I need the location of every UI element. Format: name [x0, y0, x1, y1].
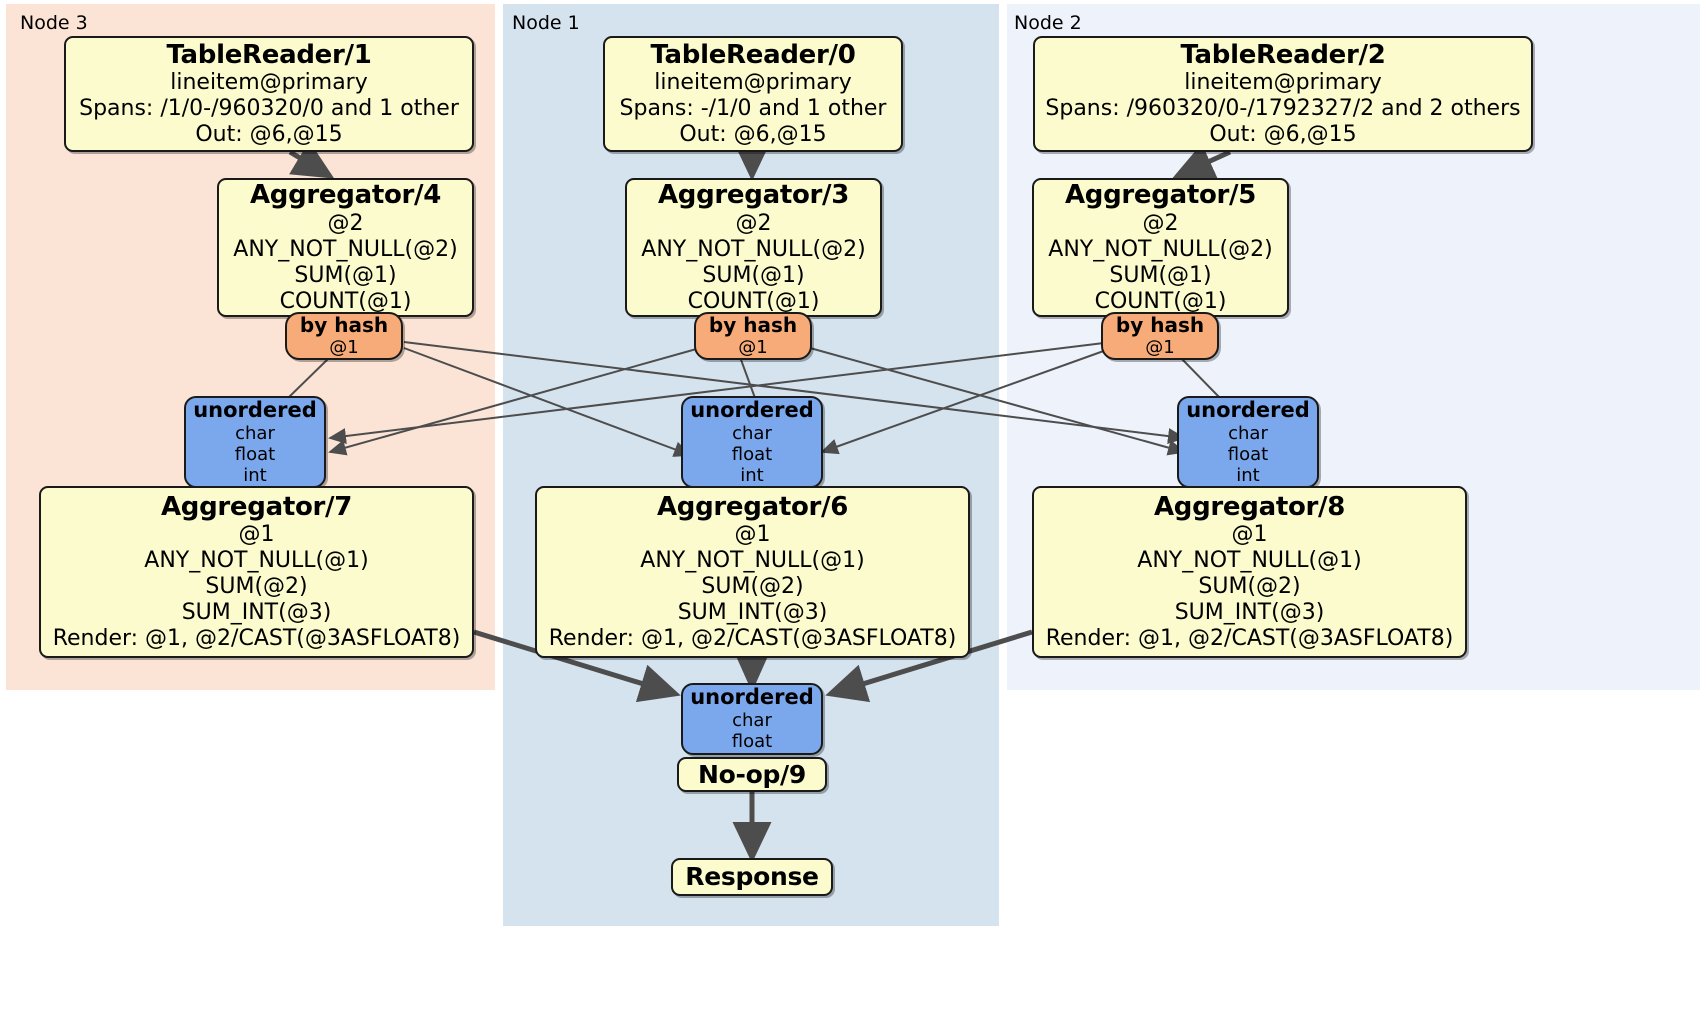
synchronizer-unordered-final[interactable]: unordered char float: [681, 683, 823, 755]
box-line: Spans: /960320/0-/1792327/2 and 2 others: [1045, 96, 1521, 122]
box-line: @2: [735, 210, 772, 236]
box-title: TableReader/1: [166, 39, 372, 70]
output-router-by-hash-left[interactable]: by hash @1: [285, 312, 403, 360]
box-title: TableReader/0: [650, 39, 856, 70]
synch-line: char: [732, 422, 772, 444]
box-line: ANY_NOT_NULL(@1): [144, 548, 369, 574]
box-line: Out: @6,@15: [679, 122, 827, 148]
synch-title: unordered: [690, 685, 814, 710]
synch-line: float: [234, 443, 276, 465]
box-line: @2: [1142, 210, 1179, 236]
box-line: @2: [327, 210, 364, 236]
router-line: @1: [329, 337, 359, 359]
box-line: ANY_NOT_NULL(@2): [1048, 236, 1273, 262]
box-line: @1: [238, 522, 275, 548]
processor-aggregator-7[interactable]: Aggregator/7 @1 ANY_NOT_NULL(@1) SUM(@2)…: [39, 486, 474, 658]
synch-line: float: [731, 731, 773, 753]
synch-line: float: [1227, 443, 1269, 465]
processor-tablereader-0[interactable]: TableReader/0 lineitem@primary Spans: -/…: [603, 36, 903, 152]
box-line: ANY_NOT_NULL(@1): [1137, 548, 1362, 574]
output-router-by-hash-center[interactable]: by hash @1: [694, 312, 812, 360]
router-title: by hash: [1115, 312, 1205, 337]
region-label-node-2: Node 2: [1014, 12, 1082, 34]
processor-aggregator-8[interactable]: Aggregator/8 @1 ANY_NOT_NULL(@1) SUM(@2)…: [1032, 486, 1467, 658]
processor-aggregator-3[interactable]: Aggregator/3 @2 ANY_NOT_NULL(@2) SUM(@1)…: [625, 178, 882, 317]
box-title: Aggregator/8: [1153, 491, 1346, 522]
box-line: SUM(@1): [702, 262, 805, 288]
box-title: No-op/9: [698, 759, 806, 789]
synchronizer-unordered-right[interactable]: unordered char float int: [1177, 396, 1319, 488]
box-title: Aggregator/7: [160, 491, 353, 522]
box-title: Aggregator/5: [1064, 180, 1257, 211]
output-router-by-hash-right[interactable]: by hash @1: [1101, 312, 1219, 360]
box-title: TableReader/2: [1180, 39, 1386, 70]
box-line: SUM_INT(@3): [181, 600, 332, 626]
synch-line: char: [235, 422, 275, 444]
box-line: @1: [734, 522, 771, 548]
synch-title: unordered: [193, 397, 317, 422]
box-title: Aggregator/6: [656, 491, 849, 522]
box-line: ANY_NOT_NULL(@2): [641, 236, 866, 262]
router-line: @1: [738, 337, 768, 359]
box-line: SUM_INT(@3): [1174, 600, 1325, 626]
synch-line: int: [243, 465, 267, 486]
processor-aggregator-4[interactable]: Aggregator/4 @2 ANY_NOT_NULL(@2) SUM(@1)…: [217, 178, 474, 317]
synchronizer-unordered-left[interactable]: unordered char float int: [184, 396, 326, 488]
region-label-node-3: Node 3: [20, 12, 88, 34]
processor-tablereader-2[interactable]: TableReader/2 lineitem@primary Spans: /9…: [1033, 36, 1533, 152]
box-title: Aggregator/3: [657, 180, 850, 211]
box-line: SUM(@1): [294, 262, 397, 288]
synch-line: int: [740, 465, 764, 486]
region-label-node-1: Node 1: [512, 12, 580, 34]
synch-title: unordered: [1186, 397, 1310, 422]
box-title: Response: [685, 862, 819, 892]
box-line: @1: [1231, 522, 1268, 548]
box-line: Out: @6,@15: [1209, 122, 1357, 148]
synch-line: float: [731, 443, 773, 465]
synchronizer-unordered-center[interactable]: unordered char float int: [681, 396, 823, 488]
box-line: SUM(@2): [205, 574, 308, 600]
box-line: ANY_NOT_NULL(@1): [640, 548, 865, 574]
processor-aggregator-6[interactable]: Aggregator/6 @1 ANY_NOT_NULL(@1) SUM(@2)…: [535, 486, 970, 658]
synch-line: int: [1236, 465, 1260, 486]
box-line: ANY_NOT_NULL(@2): [233, 236, 458, 262]
router-title: by hash: [299, 312, 389, 337]
box-line: Spans: -/1/0 and 1 other: [619, 96, 887, 122]
processor-no-op-9[interactable]: No-op/9: [677, 757, 827, 792]
synch-line: char: [1228, 422, 1268, 444]
processor-tablereader-1[interactable]: TableReader/1 lineitem@primary Spans: /1…: [64, 36, 474, 152]
router-title: by hash: [708, 312, 798, 337]
box-line: Spans: /1/0-/960320/0 and 1 other: [79, 96, 459, 122]
box-line: SUM_INT(@3): [677, 600, 828, 626]
box-line: Out: @6,@15: [195, 122, 343, 148]
box-line: Render: @1, @2/CAST(@3ASFLOAT8): [52, 626, 461, 652]
box-line: lineitem@primary: [1184, 70, 1382, 96]
box-line: COUNT(@1): [1094, 288, 1227, 314]
synch-title: unordered: [690, 397, 814, 422]
box-line: Render: @1, @2/CAST(@3ASFLOAT8): [548, 626, 957, 652]
synch-line: char: [732, 710, 772, 732]
box-line: COUNT(@1): [687, 288, 820, 314]
box-line: COUNT(@1): [279, 288, 412, 314]
box-line: SUM(@1): [1109, 262, 1212, 288]
processor-response[interactable]: Response: [671, 858, 833, 896]
box-line: SUM(@2): [1198, 574, 1301, 600]
router-line: @1: [1145, 337, 1175, 359]
processor-aggregator-5[interactable]: Aggregator/5 @2 ANY_NOT_NULL(@2) SUM(@1)…: [1032, 178, 1289, 317]
box-title: Aggregator/4: [249, 180, 442, 211]
box-line: SUM(@2): [701, 574, 804, 600]
box-line: Render: @1, @2/CAST(@3ASFLOAT8): [1045, 626, 1454, 652]
box-line: lineitem@primary: [654, 70, 852, 96]
box-line: lineitem@primary: [170, 70, 368, 96]
